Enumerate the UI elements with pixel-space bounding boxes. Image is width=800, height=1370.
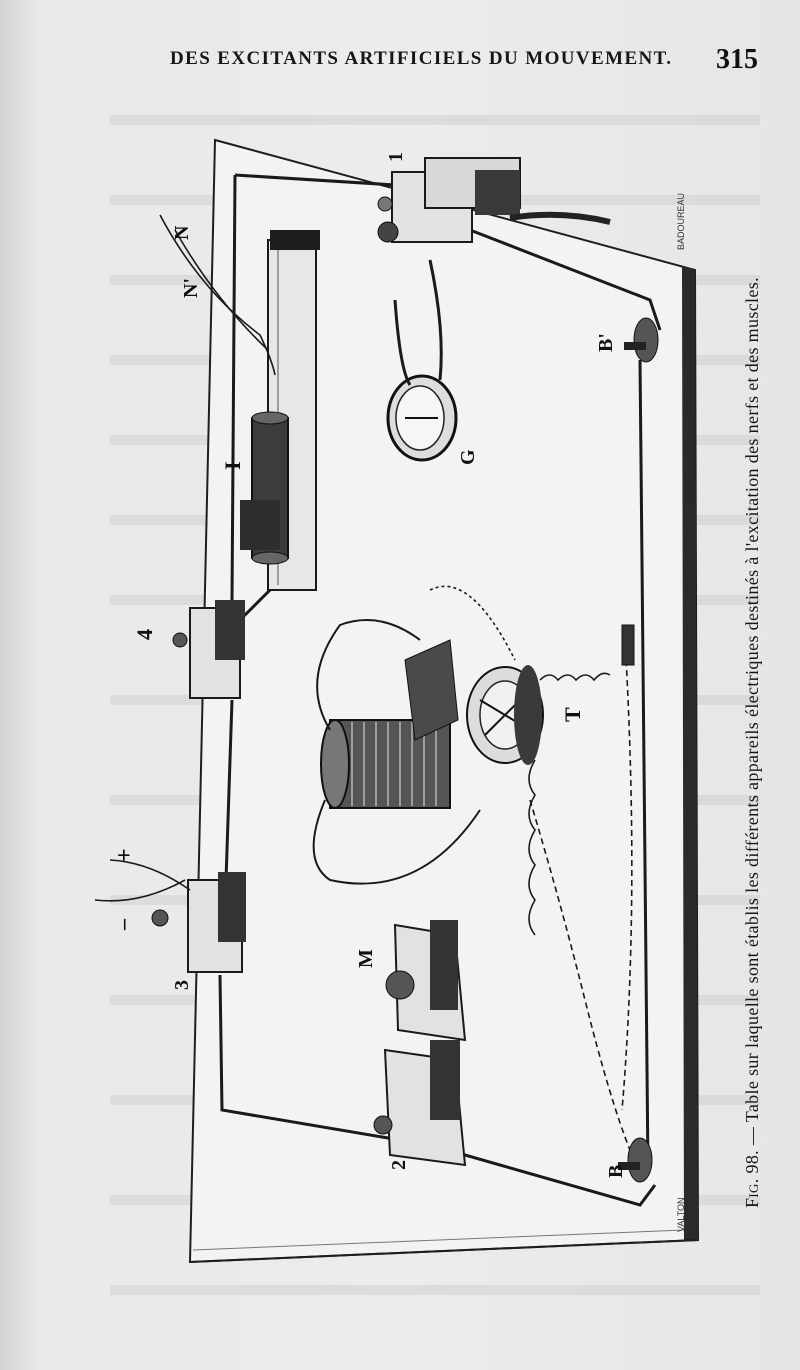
terminal-b [618, 1137, 653, 1183]
label-2: 2 [388, 1160, 410, 1170]
coiled-wire [429, 585, 633, 1151]
key-2-switch [373, 1040, 467, 1167]
central-induction-apparatus [312, 619, 481, 885]
nerve-leads [159, 214, 276, 376]
engraver-signature: BADOUREAU [676, 193, 686, 250]
running-head: DES EXCITANTS ARTIFICIELS DU MOUVEMENT. [170, 48, 673, 69]
galvanometer [386, 259, 458, 462]
label-galvanometer-g: G [457, 449, 479, 465]
label-3: 3 [171, 980, 193, 990]
label-nerve-n: N [171, 225, 193, 240]
figure-caption: Fig. 98. — Table sur laquelle sont établ… [742, 277, 763, 1208]
artist-signature: VALTON [676, 1197, 686, 1232]
page-number: 315 [716, 44, 758, 75]
terminal-b-prime [624, 317, 659, 363]
caption-text: — Table sur laquelle sont établis les di… [742, 277, 762, 1150]
label-terminal-b-prime: B' [595, 333, 617, 352]
circuit-wires [208, 173, 662, 1207]
label-terminal-b: B [605, 1165, 627, 1178]
induction-coil [240, 230, 320, 591]
label-pole-plus: + [112, 848, 138, 862]
key-4-switch [172, 600, 245, 699]
commutator [466, 665, 544, 765]
label-pole-minus: – [110, 918, 135, 931]
apparatus-m [385, 920, 467, 1042]
key-3-switch [94, 859, 246, 973]
label-commutator-t: T [560, 707, 585, 722]
key-1-switch [377, 157, 611, 243]
label-coil-i: I [220, 461, 245, 470]
label-apparatus-m: M [355, 949, 377, 968]
label-1: 1 [385, 152, 407, 162]
plug [621, 624, 635, 666]
figure-number: Fig. 98. [742, 1149, 762, 1208]
label-4: 4 [132, 629, 157, 640]
label-nerve-n-prime: N' [180, 278, 202, 298]
